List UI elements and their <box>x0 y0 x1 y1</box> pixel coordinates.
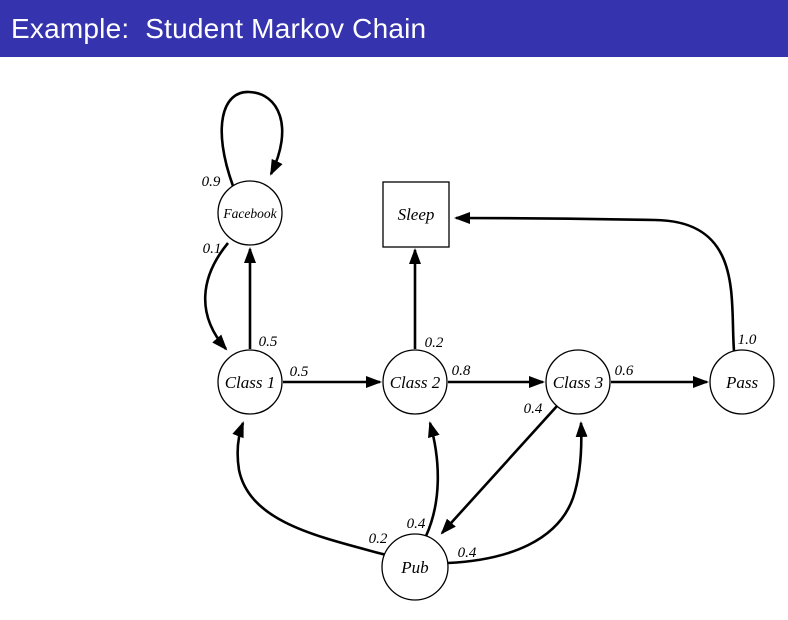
node-sleep: Sleep <box>382 181 450 248</box>
node-pass-label: Pass <box>725 373 759 392</box>
edge-pass-sleep <box>454 212 736 352</box>
edge-class3-pub <box>440 405 558 535</box>
node-class1-label: Class 1 <box>225 373 276 392</box>
edge-pub-class2 <box>424 421 440 537</box>
node-class2: Class 2 <box>382 349 448 415</box>
edge-pub-class1 <box>232 421 387 557</box>
node-facebook: Facebook <box>217 180 283 246</box>
edge-label-class2-class3: 0.8 <box>452 363 471 379</box>
edge-label-pass-sleep: 1.0 <box>738 332 757 348</box>
page-title: Example: Student Markov Chain <box>11 12 427 44</box>
edge-facebook-class1 <box>203 242 230 351</box>
slide-title-bar: Example: Student Markov Chain <box>0 0 788 57</box>
edge-label-class1-class2: 0.5 <box>290 364 309 380</box>
edge-pub-class3 <box>447 421 588 565</box>
node-class2-circle <box>382 349 448 415</box>
edge-facebook-facebook <box>220 90 284 187</box>
edge-label-facebook-class1: 0.1 <box>203 241 222 257</box>
node-class2-label: Class 2 <box>390 373 441 392</box>
node-class1-circle <box>217 349 283 415</box>
node-facebook-circle <box>217 180 283 246</box>
node-sleep-label: Sleep <box>398 205 435 224</box>
edge-label-class2-sleep: 0.2 <box>425 335 444 351</box>
node-pass-circle <box>709 349 775 415</box>
edge-label-pub-class1: 0.2 <box>369 531 388 547</box>
edge-label-class1-facebook: 0.5 <box>259 334 278 350</box>
node-facebook-label: Facebook <box>222 206 277 221</box>
node-pub-circle <box>381 533 449 601</box>
node-class1: Class 1 <box>217 349 283 415</box>
node-pub: Pub <box>381 533 449 601</box>
node-pass: Pass <box>709 349 775 415</box>
node-sleep-square <box>382 181 450 248</box>
node-pub-label: Pub <box>400 558 428 577</box>
node-class3: Class 3 <box>545 349 611 415</box>
node-class3-label: Class 3 <box>553 373 604 392</box>
edge-label-class3-pub: 0.4 <box>524 401 543 417</box>
edge-label-facebook-facebook: 0.9 <box>202 174 221 190</box>
edge-label-pub-class3: 0.4 <box>458 545 477 561</box>
edge-label-pub-class2: 0.4 <box>407 516 426 532</box>
edge-label-class3-pass: 0.6 <box>615 363 634 379</box>
node-class3-circle <box>545 349 611 415</box>
